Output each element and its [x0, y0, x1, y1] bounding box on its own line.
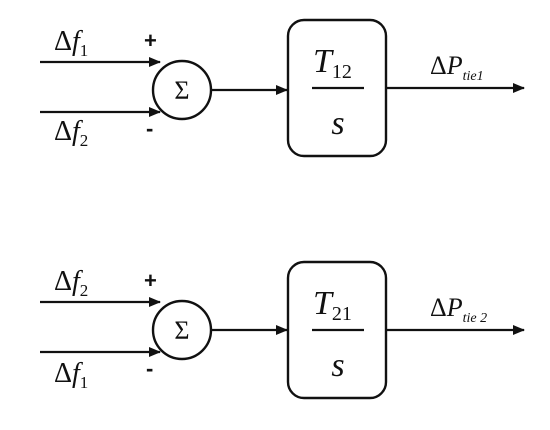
output-label: ΔPtie1	[430, 51, 484, 84]
input-top-label: Δf2	[54, 266, 88, 300]
output-label: ΔPtie 2	[430, 293, 487, 326]
input-top-label: Δf1	[54, 26, 88, 60]
tf-denominator: s	[331, 347, 344, 384]
tf-numerator: T21	[313, 285, 352, 325]
sigma-symbol: Σ	[174, 76, 189, 105]
minus-sign: -	[146, 116, 153, 141]
sigma-symbol: Σ	[174, 316, 189, 345]
input-bottom-label: Δf1	[54, 358, 88, 392]
block-1: Δf1 + Δf2 - Σ T12 s ΔPtie1	[40, 18, 525, 158]
input-bottom-label: Δf2	[54, 116, 88, 150]
plus-sign: +	[144, 28, 157, 53]
plus-sign: +	[144, 268, 157, 293]
block-2: Δf2 + Δf1 - Σ T21 s ΔPtie 2	[40, 260, 525, 400]
tf-numerator: T12	[313, 43, 352, 83]
tf-denominator: s	[331, 105, 344, 142]
minus-sign: -	[146, 356, 153, 381]
